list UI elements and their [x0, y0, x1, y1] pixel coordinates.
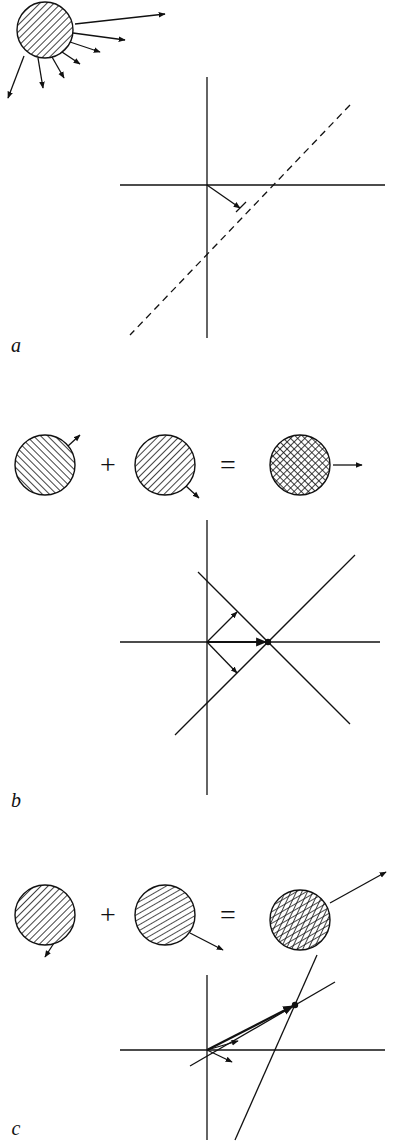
- vector-arrow: [207, 185, 240, 208]
- vector-arrow: [207, 642, 237, 673]
- hatched-sphere: [15, 435, 75, 495]
- axis-line: [206, 520, 207, 795]
- hatched-sphere: [135, 885, 195, 945]
- vector-arrow: [45, 943, 54, 957]
- hatched-sphere: [270, 890, 330, 950]
- operator-sign: =: [220, 451, 236, 479]
- vector-arrow: [330, 872, 386, 903]
- dashed-plane-line: [130, 105, 350, 335]
- foot-tick: [236, 202, 246, 212]
- vector-arrow: [68, 435, 80, 446]
- vector-arrow: [70, 42, 100, 52]
- sphere-outline: [135, 885, 195, 945]
- plane-line: [175, 555, 355, 735]
- vector-arrow: [207, 641, 266, 643]
- vector-arrow: [207, 1006, 293, 1050]
- plane-line: [235, 955, 317, 1140]
- hatched-sphere: [270, 435, 330, 495]
- vector-arrow: [190, 933, 223, 950]
- axis-line: [120, 641, 380, 642]
- vector-arrow: [207, 1050, 232, 1062]
- sphere-outline: [17, 2, 73, 58]
- vector-arrow: [207, 612, 237, 642]
- panel-letter: a: [11, 335, 21, 355]
- vector-arrow: [333, 464, 362, 465]
- sphere-outline: [15, 435, 75, 495]
- axis-line: [120, 184, 385, 185]
- panel-letter: c: [12, 1118, 21, 1138]
- vector-arrow: [8, 56, 24, 98]
- hatched-sphere: [270, 435, 330, 495]
- vector-arrow: [52, 57, 64, 78]
- axis-line: [206, 975, 207, 1140]
- hatched-sphere: [17, 2, 73, 58]
- vector-arrow: [186, 486, 199, 498]
- sphere-outline: [270, 435, 330, 495]
- reciprocal-point: [292, 1002, 298, 1008]
- panel-letter: b: [11, 790, 21, 810]
- vector-arrow: [62, 52, 80, 64]
- sphere-outline: [270, 890, 330, 950]
- sphere-outline: [15, 885, 75, 945]
- axis-line: [120, 1049, 385, 1050]
- hatched-sphere: [270, 890, 330, 950]
- hatched-sphere: [15, 885, 75, 945]
- reciprocal-point: [265, 639, 271, 645]
- plane-line: [198, 572, 350, 724]
- vector-arrow: [73, 33, 125, 40]
- axis-line: [206, 77, 207, 338]
- operator-sign: +: [100, 451, 116, 479]
- vector-arrow: [75, 14, 165, 24]
- operator-sign: =: [220, 901, 236, 929]
- vector-arrow: [38, 58, 43, 88]
- operator-sign: +: [100, 901, 116, 929]
- plane-line: [190, 982, 335, 1066]
- vector-arrow: [207, 1041, 238, 1050]
